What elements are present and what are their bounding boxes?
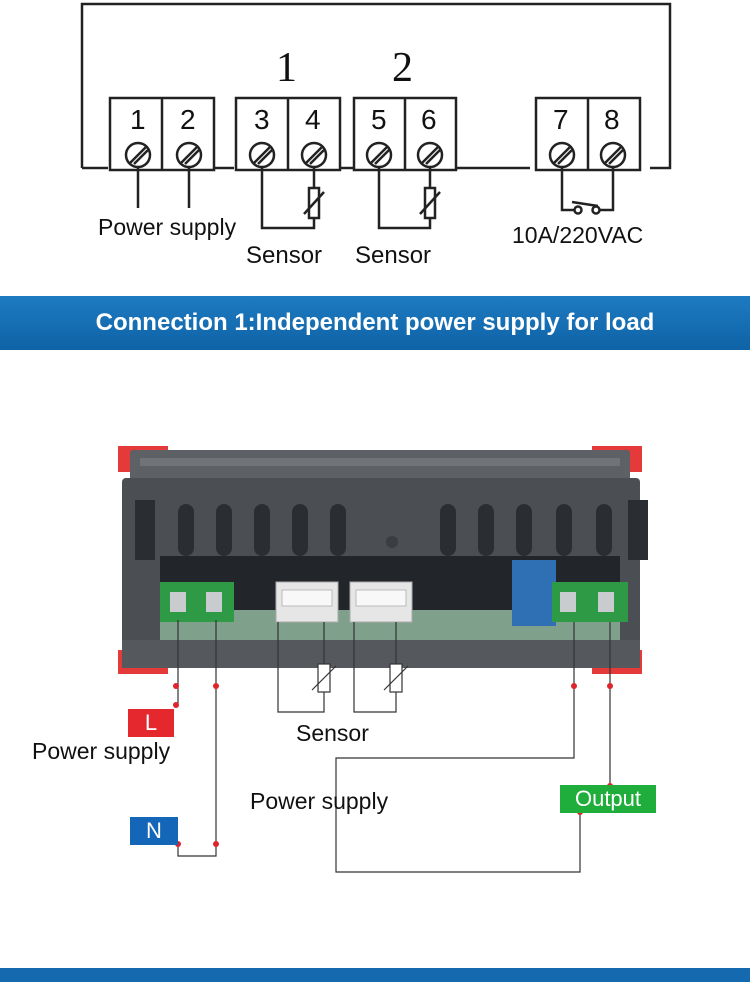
- group-number-2: 2: [392, 45, 413, 91]
- neutral-tag: N: [130, 817, 178, 845]
- terminal-number-3: 3: [254, 104, 270, 135]
- power-supply-center-label: Power supply: [250, 788, 389, 814]
- section-banner: Connection 1:Independent power supply fo…: [0, 296, 750, 350]
- terminal-number-5: 5: [371, 104, 387, 135]
- terminal-block-7-8: [534, 96, 642, 172]
- screw-terminals: [124, 141, 627, 169]
- wire-junction-dots: [173, 683, 613, 847]
- sensor-2-symbol: [377, 167, 441, 230]
- terminal-block-3-4: [234, 96, 342, 172]
- banner-title: Connection 1:Independent power supply fo…: [95, 309, 655, 336]
- power-supply-leads: [136, 167, 191, 208]
- power-supply-label: Power supply: [98, 214, 237, 240]
- sensor-1-symbol: [260, 167, 325, 230]
- lower-wiring-lines: [177, 620, 611, 873]
- group-number-1: 1: [276, 45, 297, 91]
- sensor-1-label: Sensor: [246, 242, 323, 269]
- lower-sensor-thermistors: [311, 663, 409, 693]
- terminal-number-1: 1: [130, 104, 146, 135]
- power-supply-left-label: Power supply: [32, 738, 171, 764]
- output-tag: Output: [560, 785, 656, 813]
- sensor-label: Sensor: [296, 720, 369, 746]
- live-tag: L: [128, 709, 174, 737]
- terminal-block-1-2: [108, 96, 216, 172]
- bottom-banner-strip: [0, 968, 750, 982]
- relay-rating-label: 10A/220VAC: [512, 222, 644, 248]
- terminal-number-8: 8: [604, 104, 620, 135]
- terminal-number-4: 4: [305, 104, 321, 135]
- terminal-number-6: 6: [421, 104, 437, 135]
- relay-contact-symbol: [560, 167, 615, 215]
- terminal-number-7: 7: [553, 104, 569, 135]
- schematic-housing-outline: [80, 2, 672, 170]
- terminal-block-5-6: [352, 96, 458, 172]
- controller-device-illustration: [118, 446, 648, 674]
- terminal-number-2: 2: [180, 104, 196, 135]
- sensor-2-label: Sensor: [355, 242, 432, 269]
